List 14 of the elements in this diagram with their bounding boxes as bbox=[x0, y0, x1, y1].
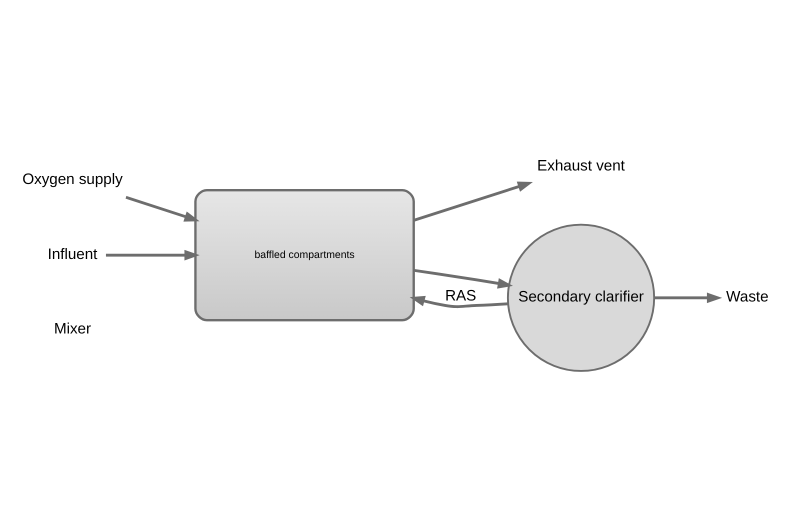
arrow bbox=[414, 182, 533, 222]
node-text: Waste bbox=[726, 288, 769, 306]
arrow bbox=[106, 250, 200, 260]
node-box: baffled compartments bbox=[194, 188, 415, 322]
arrow bbox=[414, 268, 513, 289]
node-circle: Secondary clarifier bbox=[506, 224, 656, 372]
edge-label: RAS bbox=[445, 288, 476, 305]
arrow bbox=[410, 296, 508, 308]
node-text: Oxygen supply bbox=[22, 170, 123, 188]
arrow bbox=[126, 196, 200, 222]
node-text: Influent bbox=[48, 246, 98, 263]
label: Mixer bbox=[54, 320, 92, 338]
arrow bbox=[654, 292, 722, 304]
node-text: Exhaust vent bbox=[537, 157, 625, 174]
